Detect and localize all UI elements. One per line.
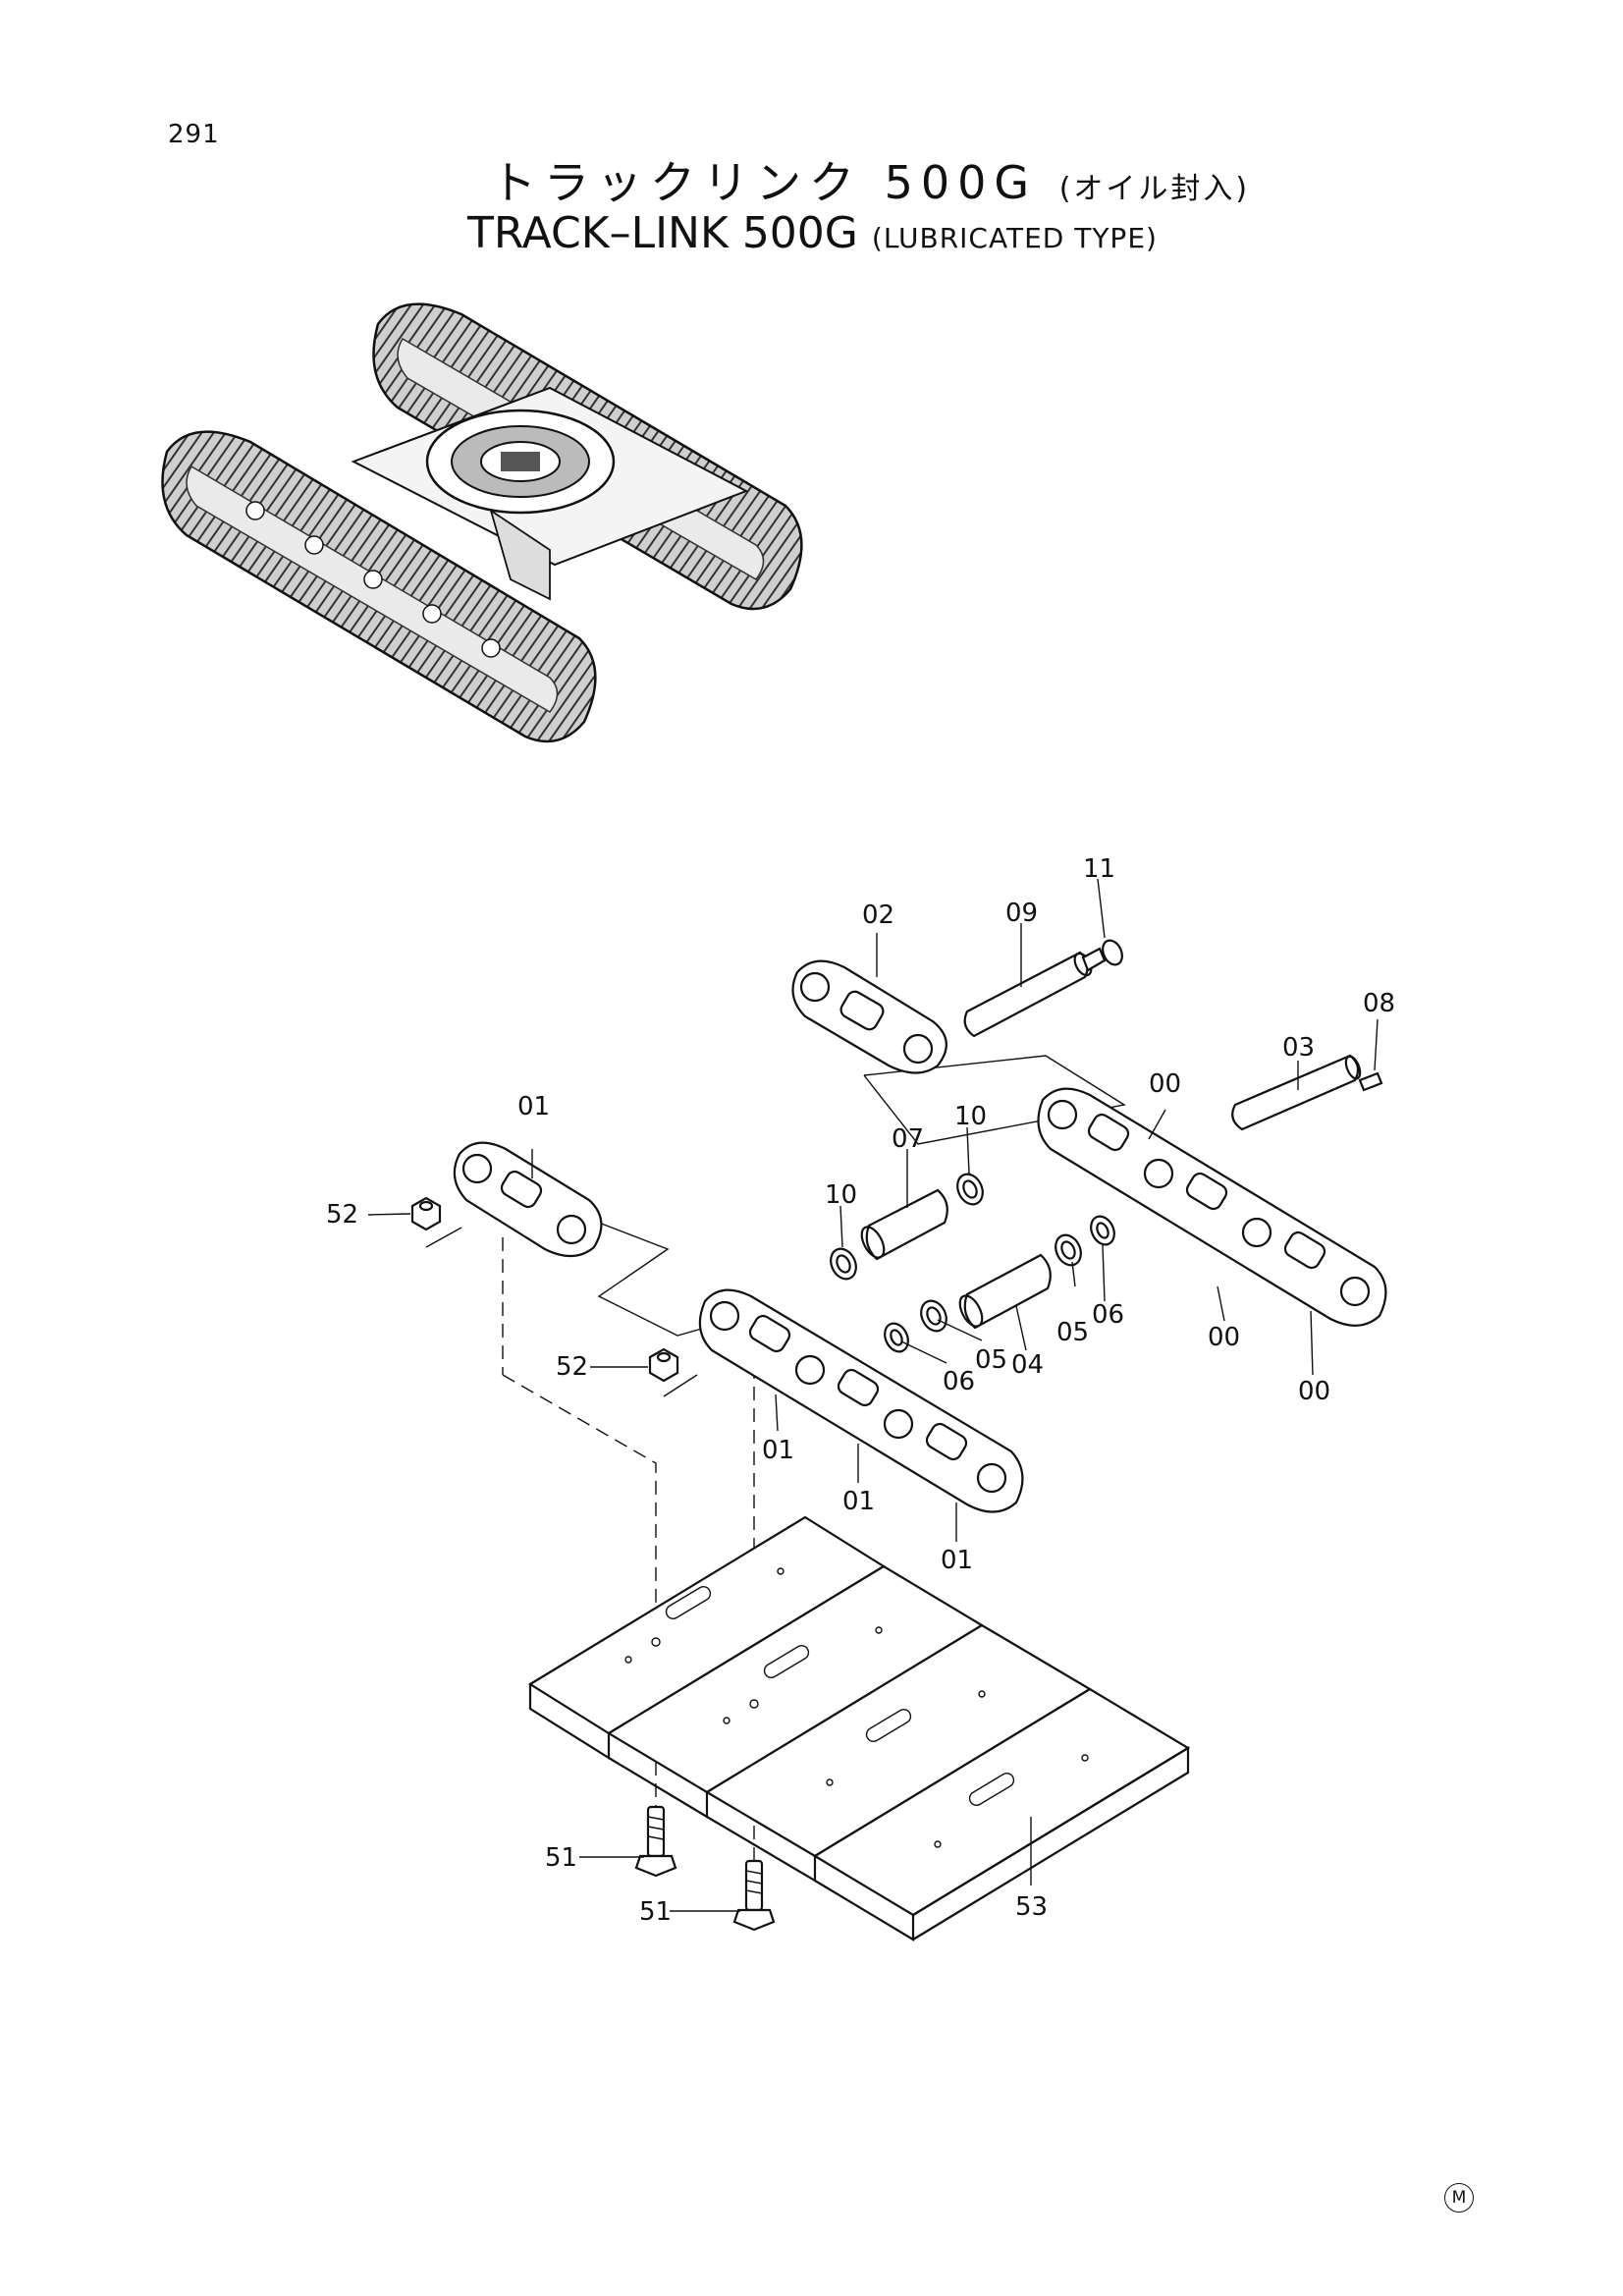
callout-52-lower: 52 xyxy=(556,1352,588,1382)
part-52-nut-upper xyxy=(410,1196,442,1231)
title-english: TRACK–LINK 500G (LUBRICATED TYPE) xyxy=(467,208,1158,258)
m-mark-symbol: M xyxy=(1444,2183,1474,2213)
part-07-bushing xyxy=(860,1188,948,1261)
callout-05-upper: 05 xyxy=(1056,1318,1089,1347)
title-en-sub: (LUBRICATED TYPE) xyxy=(871,222,1158,254)
part-53-track-shoes xyxy=(527,1515,1191,1941)
part-01-link-chain xyxy=(698,1288,1024,1513)
part-52-nut-lower xyxy=(648,1347,679,1383)
callout-10-upper: 10 xyxy=(954,1102,987,1131)
callout-01-b: 01 xyxy=(842,1487,875,1516)
callout-leader-lines xyxy=(367,878,1379,1912)
title-en-main: TRACK–LINK 500G xyxy=(467,208,858,258)
part-06-seal-rings xyxy=(884,1215,1115,1353)
callout-01-top: 01 xyxy=(517,1092,550,1121)
part-01-track-link xyxy=(453,1141,603,1258)
callout-00-top: 00 xyxy=(1149,1069,1181,1099)
part-00-link-chain xyxy=(1037,1087,1387,1327)
part-09-pin xyxy=(963,947,1107,1038)
title-jp-main: トラックリンク 500G xyxy=(491,156,1038,209)
callout-53: 53 xyxy=(1015,1892,1048,1922)
callout-02: 02 xyxy=(862,901,894,930)
callout-09: 09 xyxy=(1005,899,1038,928)
part-11-snap-ring xyxy=(1102,939,1123,966)
callout-08: 08 xyxy=(1363,989,1395,1018)
part-10-seal-ring-upper xyxy=(956,1173,984,1206)
callout-07: 07 xyxy=(892,1124,924,1154)
callout-01-a: 01 xyxy=(762,1436,794,1465)
callout-52-upper: 52 xyxy=(326,1200,358,1230)
callout-06-lower: 06 xyxy=(943,1367,975,1396)
undercarriage-overview-illustration xyxy=(161,302,803,743)
callout-labels: 02 09 11 08 03 00 01 10 07 10 52 52 06 0… xyxy=(326,854,1395,1927)
callout-11: 11 xyxy=(1083,854,1115,884)
title-japanese: トラックリンク 500G (オイル封入) xyxy=(491,147,1250,212)
part-08-plug xyxy=(1358,1071,1383,1092)
part-51-bolt-left xyxy=(634,1805,677,1878)
callout-10-lower: 10 xyxy=(825,1180,857,1210)
part-02-master-link xyxy=(791,959,947,1074)
callout-51-right: 51 xyxy=(639,1897,672,1927)
callout-00-bottom: 00 xyxy=(1298,1377,1330,1406)
part-04-bushing xyxy=(958,1253,1052,1330)
callout-03: 03 xyxy=(1282,1033,1315,1063)
part-03-master-pin xyxy=(1231,1054,1362,1131)
callout-01-c: 01 xyxy=(941,1546,973,1575)
page-number: 291 xyxy=(168,120,220,149)
part-10-seal-ring-lower xyxy=(830,1247,857,1281)
part-51-bolt-right xyxy=(732,1859,776,1932)
callout-04: 04 xyxy=(1011,1350,1044,1380)
callout-00-mid: 00 xyxy=(1208,1323,1240,1352)
callout-51-left: 51 xyxy=(545,1843,577,1873)
part-05-seal-rings xyxy=(920,1233,1082,1333)
callout-05-lower: 05 xyxy=(975,1345,1007,1375)
callout-06-upper: 06 xyxy=(1092,1300,1124,1330)
title-jp-sub: (オイル封入) xyxy=(1058,172,1251,206)
